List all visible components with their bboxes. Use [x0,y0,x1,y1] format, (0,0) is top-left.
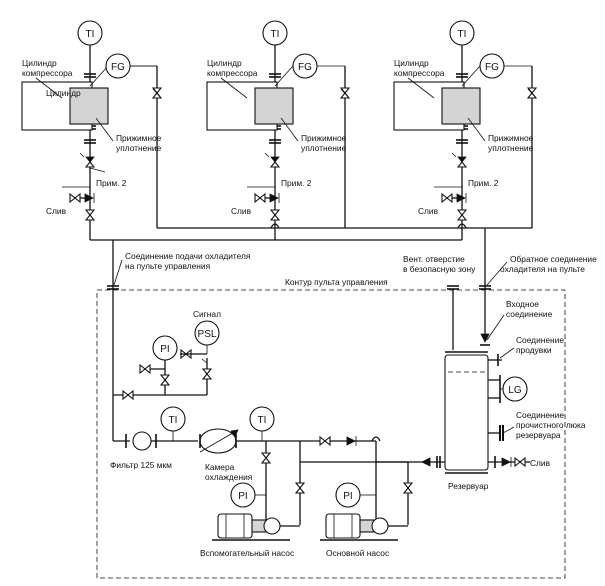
pi-label: PI [160,344,169,355]
drain-valve[interactable] [254,193,266,203]
compressor-unit-3: TI FG Цилиндр компрессора Прижимное упло… [393,20,537,240]
purge-label-2: продувки [516,345,552,355]
drain-label: Слив [46,206,67,216]
pi-label: PI [343,491,352,502]
panel-contour-label: Контур пульта управления [285,277,388,287]
reservoir-label: Резервуар [448,481,489,491]
valve[interactable] [202,368,212,380]
lg-label: LG [508,385,522,396]
fg-label: FG [485,62,499,73]
valve[interactable] [457,209,467,221]
fg-label: FG [111,62,125,73]
drain-label: Слив [418,206,439,216]
reservoir-tank [444,354,489,471]
drain-label: Слив [231,206,252,216]
seal-label: Прижимное [116,133,162,143]
cylinder-label-line1: Цилиндр [46,88,81,98]
valve[interactable] [403,482,413,494]
needle-valve[interactable] [85,156,95,168]
main-pump-motor [325,513,361,539]
cylinder-label: Цилиндр [394,58,429,68]
note2-label: Прим. 2 [468,178,499,188]
reservoir: LG [375,300,530,474]
vent-label-2: в безопасную зону [403,264,476,274]
reservoir-drain-label: Слив [530,458,551,468]
filter-label: Фильтр 125 мкм [110,460,172,470]
aux-pump-label: Вспомогательный насос [200,548,294,558]
ti-label: TI [169,415,178,426]
seal-label: Прижимное [301,133,347,143]
valve[interactable] [85,209,95,221]
bypass-valve[interactable] [122,390,134,400]
valve[interactable] [295,482,305,494]
panel-supply-piping: PI PSL Сигнал TI Фильтр 125 мкм TI Камер… [110,300,413,525]
cylinder-label-2: компрессора [22,68,73,78]
needle-valve[interactable] [457,156,467,168]
seal-label: Прижимное [488,133,534,143]
cylinder-label-2: компрессора [207,68,258,78]
seal-label-2: уплотнение [301,143,347,153]
manhole-label: Соединение [516,410,564,420]
drain-valve[interactable] [441,193,453,203]
inlet-label-2: соединение [506,309,553,319]
compressor-cylinder-head [69,87,109,125]
ti-label: TI [271,29,280,40]
filter [132,431,152,451]
drain-valve[interactable] [69,193,81,203]
fg-label: FG [298,62,312,73]
signal-label: Сигнал [193,309,221,319]
ti-label: TI [258,415,267,426]
compressor-unit-2: TI FG Цилиндр компрессора Прижимное упло… [206,20,350,240]
valve[interactable] [160,374,170,386]
vent-label: Вент. отверстие [403,254,465,264]
compressor-cylinder-head [441,87,481,125]
supply-connection-label-2: на пульте управления [125,261,210,271]
supply-connection-label: Соединение подачи охладителя [125,251,250,261]
compressor-cylinder-head [254,87,294,125]
valve[interactable] [319,436,331,446]
main-pump: PI Основной насос [320,482,408,558]
aux-pump: PI Вспомогательный насос [200,482,300,558]
ti-label: TI [86,29,95,40]
cylinder-label-2: компрессора [394,68,445,78]
valve[interactable] [139,364,151,374]
purge-label: Соединение [516,335,564,345]
reservoir-drain-valve[interactable] [514,457,526,467]
pi-pressure-gauge [152,335,178,361]
psl-label: PSL [198,329,217,340]
compressor-units: TI FG Цилиндр Цилиндр компрессора Прижим… [21,20,537,240]
control-panel-boundary [96,289,566,579]
valve[interactable] [261,452,271,464]
note2-label: Прим. 2 [96,178,127,188]
ti-label: TI [458,29,467,40]
main-pump-volute [371,517,389,535]
chamber-label-2: охлаждения [205,472,252,482]
seal-label-2: уплотнение [488,143,534,153]
cylinder-label: Цилиндр [22,58,57,68]
return-connection-label-2: охладителя на пульте [500,264,585,274]
cooling-chamber [199,428,237,454]
distribution-headers [90,223,532,350]
aux-pump-motor [217,513,253,539]
seal-label-2: уплотнение [116,143,162,153]
manhole-label-3: резервуара [516,430,561,440]
chamber-label: Камера [205,462,235,472]
valve[interactable] [270,209,280,221]
cylinder-label: Цилиндр [207,58,242,68]
return-connection-label: Обратное соединение [510,254,597,264]
main-pump-label: Основной насос [326,548,389,558]
inlet-label: Входное [506,299,539,309]
aux-pump-volute [263,517,281,535]
needle-valve[interactable] [270,156,280,168]
compressor-unit-1: TI FG Цилиндр Цилиндр компрессора Прижим… [21,20,162,240]
note2-label: Прим. 2 [281,178,312,188]
manhole-label-2: прочистного люка [516,420,586,430]
pi-label: PI [238,491,247,502]
